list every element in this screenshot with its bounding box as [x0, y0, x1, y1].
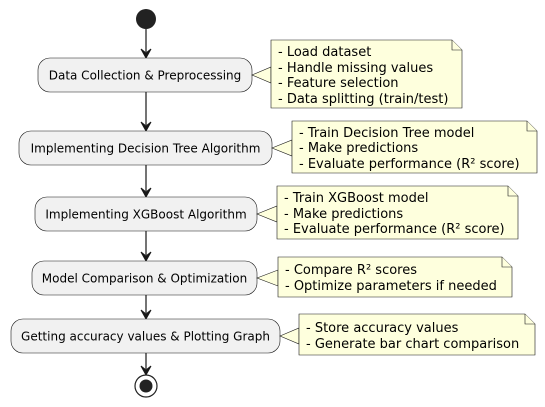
start-node — [136, 9, 156, 29]
note-line: - Generate bar chart comparison — [306, 337, 519, 352]
activity-label: Getting accuracy values & Plotting Graph — [21, 330, 270, 344]
note-fold — [451, 40, 462, 51]
note-connector — [251, 66, 272, 84]
note-line: - Evaluate performance (R² score) — [284, 222, 505, 237]
flow-arrowhead — [140, 121, 152, 133]
note-connector — [271, 139, 293, 157]
note-line: - Train XGBoost model — [284, 191, 428, 206]
flow-arrowhead — [140, 365, 152, 377]
activity-label: Implementing Decision Tree Algorithm — [31, 142, 261, 156]
note-connector — [256, 205, 278, 223]
note-line: - Store accuracy values — [306, 321, 459, 336]
end-node — [139, 379, 153, 393]
activity-label: Implementing XGBoost Algorithm — [45, 208, 246, 222]
note-line: - Load dataset — [278, 45, 371, 60]
note-fold — [501, 257, 512, 268]
note-fold — [524, 314, 535, 325]
note-model-comparison — [277, 256, 513, 298]
note-line: - Handle missing values — [278, 61, 433, 76]
note-line: - Data splitting (train/test) — [278, 92, 448, 107]
note-xgboost — [276, 185, 519, 240]
flow-arrowhead — [140, 187, 152, 199]
note-line: - Train Decision Tree model — [299, 126, 474, 141]
note-line: - Make predictions — [284, 207, 403, 222]
note-decision-tree — [291, 120, 538, 174]
flow-arrowhead — [140, 48, 152, 60]
note-connector — [279, 327, 300, 345]
note-fold — [526, 121, 537, 132]
flow-arrowhead — [140, 309, 152, 321]
note-fold — [507, 186, 518, 197]
activity-label: Model Comparison & Optimization — [42, 272, 247, 286]
note-line: - Feature selection — [278, 76, 399, 91]
activity-label: Data Collection & Preprocessing — [49, 69, 242, 83]
note-connector — [256, 269, 279, 287]
flow-arrowhead — [140, 251, 152, 263]
note-data-collection — [270, 39, 463, 109]
note-line: - Optimize parameters if needed — [285, 279, 497, 294]
note-line: - Make predictions — [299, 141, 418, 156]
note-accuracy-plotting — [298, 313, 536, 356]
note-line: - Evaluate performance (R² score) — [299, 157, 520, 172]
note-line: - Compare R² scores — [285, 263, 417, 278]
